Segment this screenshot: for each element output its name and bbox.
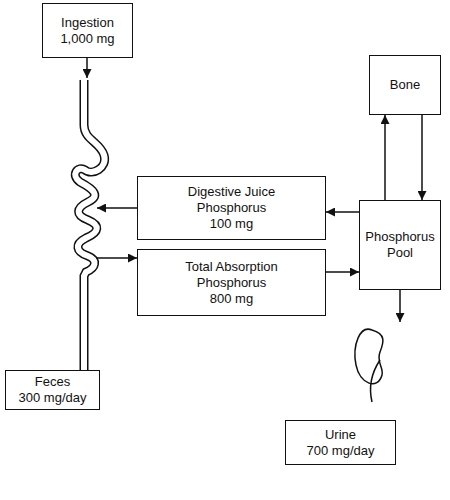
box-text: 800 mg (210, 291, 253, 307)
excretion-arrow (399, 290, 401, 322)
intake-box: Ingestion1,000 mg (42, 3, 133, 58)
flow-arrow (326, 211, 359, 213)
absorption-arrow (96, 257, 137, 259)
flow-arrow (326, 271, 359, 273)
kidney-symbol (355, 329, 383, 383)
secretion-box: Digestive Juice Phosphorus100 mg (137, 176, 326, 240)
gut-tube-lumen (75, 79, 104, 371)
secretion-arrow (97, 207, 137, 209)
pool-box: Phosphorus Pool (359, 200, 441, 290)
box-text: Urine (325, 427, 356, 443)
box-text: Bone (390, 77, 420, 93)
box-text: Total Absorption Phosphorus (167, 259, 297, 291)
box-text: Ingestion (61, 15, 114, 31)
store-box: Bone (369, 55, 441, 115)
box-text: Feces (35, 374, 70, 390)
ingestion-arrow (86, 58, 88, 78)
gut-tube-outline (75, 80, 104, 370)
flow-arrow (421, 115, 423, 200)
box-text: 1,000 mg (60, 31, 114, 47)
absorption-box: Total Absorption Phosphorus800 mg (137, 249, 326, 316)
box-text: 700 mg/day (307, 443, 375, 459)
box-text: 100 mg (210, 216, 253, 232)
box-text: Phosphorus Pool (360, 229, 440, 261)
box-text: Digestive Juice Phosphorus (167, 184, 297, 216)
output-box: Feces300 mg/day (5, 370, 100, 410)
ureter-line (370, 360, 380, 402)
output-box: Urine700 mg/day (285, 420, 396, 465)
box-text: 300 mg/day (19, 390, 87, 406)
flow-arrow (384, 115, 386, 200)
